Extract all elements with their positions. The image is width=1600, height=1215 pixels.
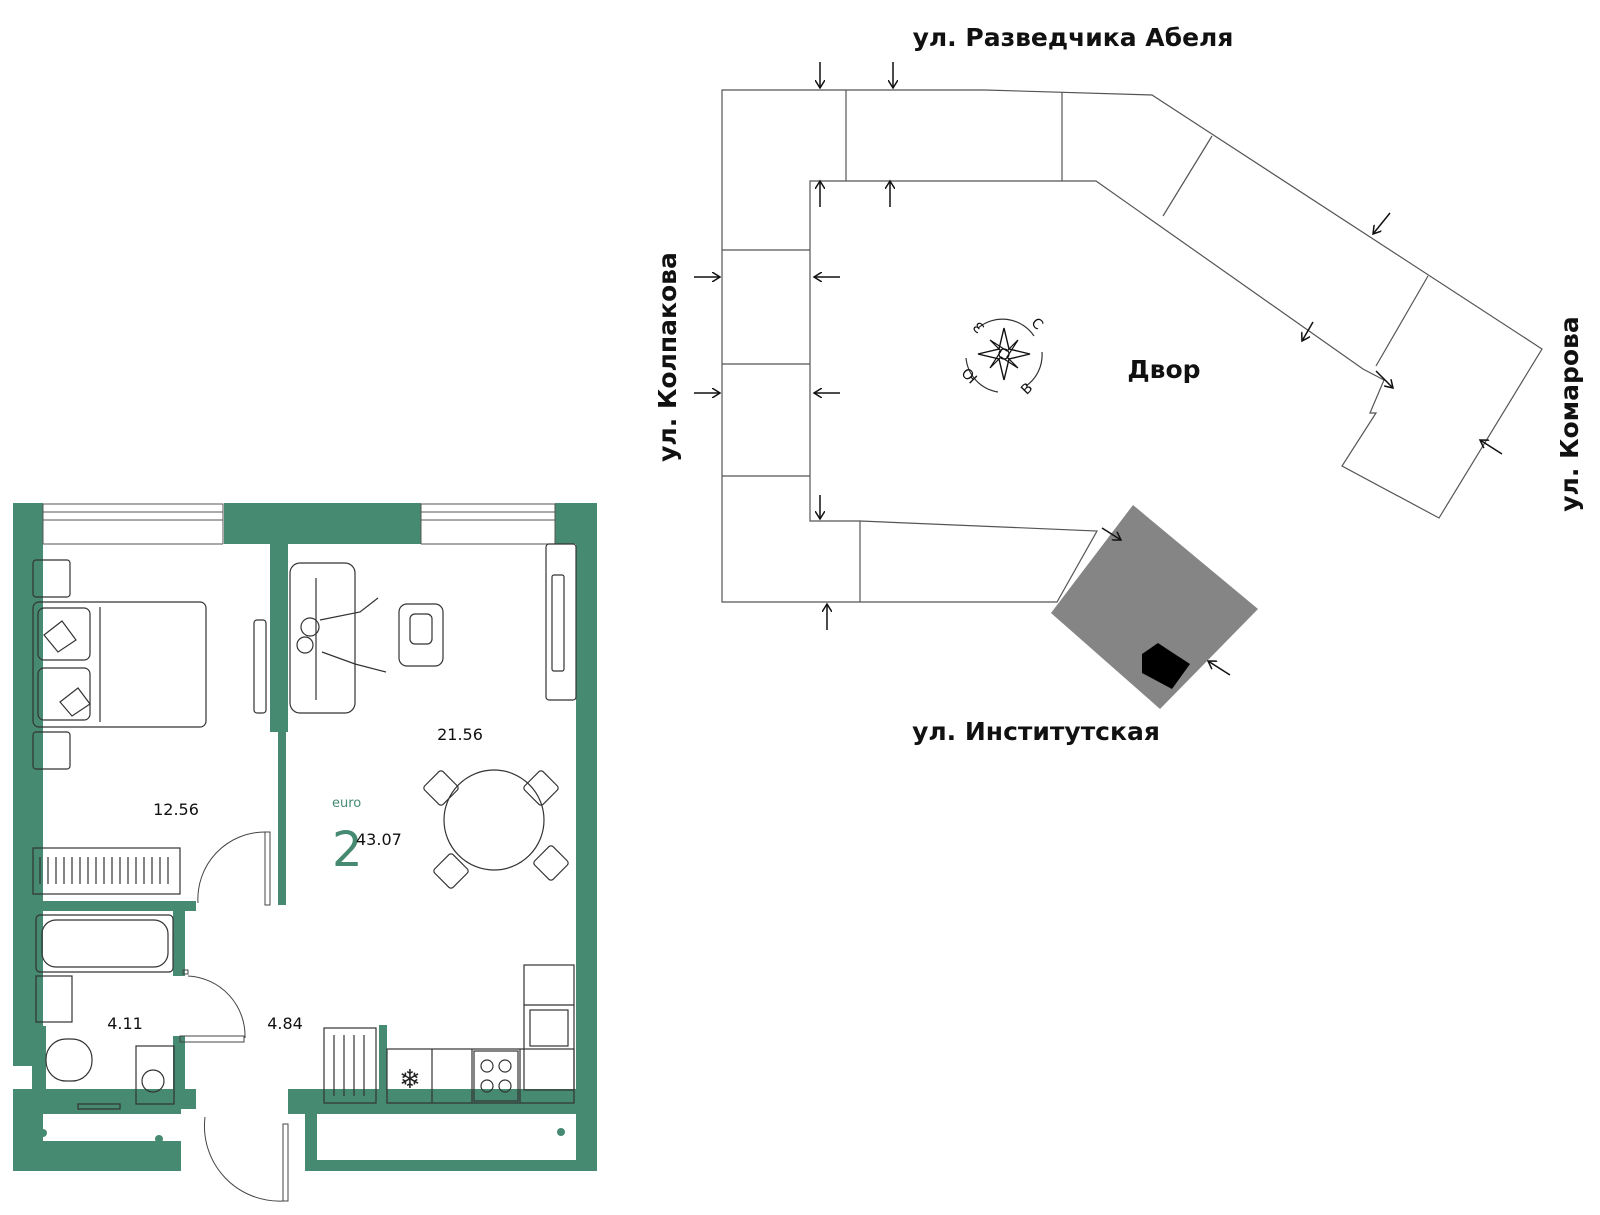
building-outline	[721, 89, 1543, 603]
entrance-arrow	[1480, 440, 1503, 455]
compass-west: З	[970, 318, 988, 336]
entrance-arrow	[1208, 661, 1231, 676]
bedroom-furniture	[32, 559, 267, 895]
doors[interactable]	[179, 831, 289, 1202]
tv-unit	[545, 543, 577, 701]
balcony-marker	[39, 1129, 47, 1137]
living-kitchen-area: 21.56	[437, 725, 483, 744]
sofa	[289, 562, 356, 714]
balcony-marker	[155, 1135, 163, 1143]
kitchen: ❄	[323, 964, 575, 1104]
selected-section[interactable]	[1051, 505, 1258, 709]
washing-machine	[135, 1045, 175, 1105]
tv-stand	[253, 619, 267, 714]
site-plan: С В З Ю ул. Разведчика Абеля ул. Колпако…	[653, 23, 1584, 746]
bathtub	[35, 914, 174, 973]
entrance-arrows	[694, 62, 1503, 676]
armchair	[398, 603, 444, 667]
bed	[32, 601, 207, 728]
street-top: ул. Разведчика Абеля	[913, 23, 1234, 52]
balcony-marker	[557, 1128, 565, 1136]
snowflake-icon: ❄	[399, 1065, 421, 1095]
living-furniture	[289, 543, 577, 889]
fridge	[523, 964, 575, 1091]
counter	[386, 1048, 575, 1104]
entrance-arrow	[1375, 370, 1393, 388]
kitchen-radiator	[323, 1027, 377, 1104]
cooktop	[473, 1050, 519, 1102]
selected-unit-marker[interactable]	[1142, 643, 1190, 689]
radiator	[32, 847, 181, 895]
bathroom-fixtures	[35, 914, 175, 1110]
street-left: ул. Колпакова	[653, 252, 682, 462]
total-area: 43.07	[356, 830, 402, 849]
entrance-arrow	[1101, 527, 1121, 540]
nightstand	[32, 731, 71, 770]
floor-plan: ❄ 12.56 21.56 4.11 4.84 euro 2 43.07	[13, 503, 597, 1202]
dining-table	[443, 769, 545, 871]
windows	[42, 503, 556, 545]
entrance-arrow	[1302, 321, 1314, 341]
walls	[13, 503, 597, 1171]
bathroom-area: 4.11	[107, 1014, 143, 1033]
toilet	[45, 1038, 93, 1082]
compass-rose-icon: С В З Ю	[959, 315, 1046, 398]
bedroom-area: 12.56	[153, 800, 199, 819]
street-right: ул. Комарова	[1555, 316, 1584, 511]
entrance-arrow	[1373, 212, 1391, 234]
courtyard-label: Двор	[1127, 355, 1200, 384]
nightstand	[32, 559, 71, 598]
hallway-area: 4.84	[267, 1014, 303, 1033]
rooms-count: 2	[332, 822, 363, 878]
street-bottom: ул. Институтская	[912, 717, 1160, 746]
apartment-type-label: euro	[332, 796, 361, 811]
compass-east: В	[1018, 380, 1036, 398]
sink	[35, 975, 73, 1023]
